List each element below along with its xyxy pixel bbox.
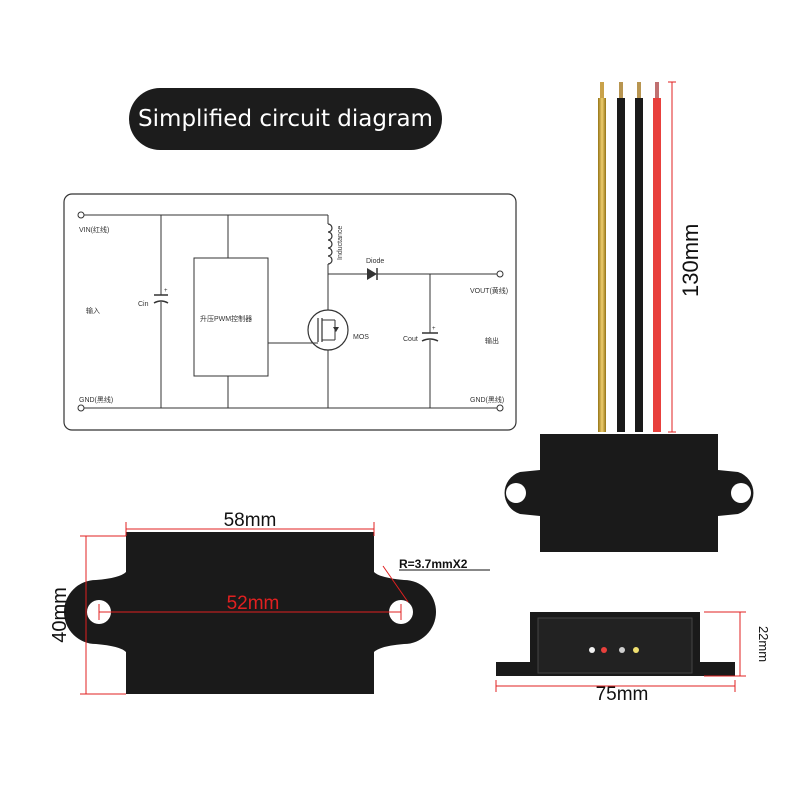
vin-terminal — [77, 211, 85, 219]
pin-2 — [601, 647, 607, 653]
thickness-label: 22mm — [756, 626, 771, 662]
controller-label: 升压PWM控制器 — [200, 314, 252, 323]
svg-text:+: + — [164, 288, 168, 294]
gnd-out-label: GND(黑线) — [470, 395, 504, 404]
circuit-panel — [63, 193, 517, 431]
svg-text:+: + — [432, 326, 436, 332]
wire-length-label: 130mm — [678, 224, 703, 297]
total-width-label: 75mm — [596, 684, 649, 705]
vout-terminal — [496, 270, 504, 278]
title-text: Simplified circuit diagram — [138, 106, 433, 132]
gnd-in-terminal — [77, 404, 85, 412]
mount-hole-left — [506, 483, 526, 503]
mos-symbol — [307, 309, 349, 351]
width-58-label: 58mm — [224, 510, 277, 531]
black-wire-1 — [617, 98, 625, 432]
pwm-controller-box — [193, 257, 269, 377]
cout-label: Cout — [403, 336, 418, 343]
cin-label: Cin — [138, 301, 149, 308]
mos-label: MOS — [353, 334, 369, 341]
module-top-view: 58mm 52mm 40mm R=3.7mmX2 — [49, 510, 490, 695]
hole-spacing-label: 52mm — [227, 593, 280, 614]
pin-3 — [619, 647, 625, 653]
height-40-label: 40mm — [49, 587, 71, 643]
output-label: 输出 — [485, 336, 499, 345]
inductor-symbol — [327, 223, 333, 265]
vout-label: VOUT(黄线) — [470, 286, 508, 295]
gnd-out-terminal — [496, 404, 504, 412]
inductance-label: Inductance — [337, 226, 344, 260]
module-body-top — [504, 434, 754, 552]
circuit-diagram: + — [63, 193, 517, 431]
diode-symbol — [367, 268, 377, 280]
module-side-view: 130mm — [504, 81, 754, 552]
gnd-in-label: GND(黑线) — [79, 395, 113, 404]
red-wire — [653, 98, 661, 432]
radius-label: R=3.7mmX2 — [399, 557, 468, 571]
title-banner: Simplified circuit diagram — [129, 88, 442, 150]
pin-1 — [589, 647, 595, 653]
mount-hole-right — [731, 483, 751, 503]
diode-label: Diode — [366, 258, 384, 265]
pin-4 — [633, 647, 639, 653]
module-end-view: 22mm 75mm — [495, 611, 771, 705]
input-label: 输入 — [86, 306, 100, 315]
vin-label: VIN(红线) — [79, 225, 109, 234]
module-body-bottom — [64, 532, 436, 694]
black-wire-2 — [635, 98, 643, 432]
